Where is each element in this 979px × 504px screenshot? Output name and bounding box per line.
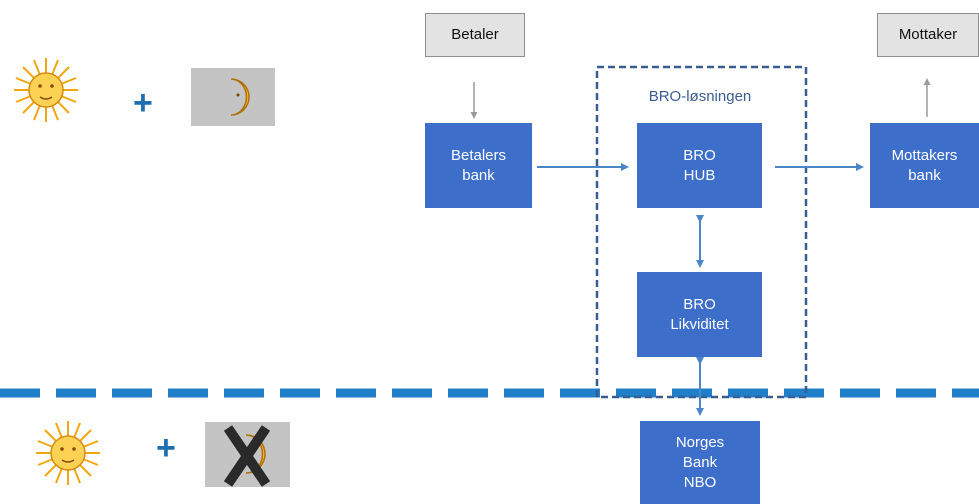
receiver-bank-box: Mottakers bank [870, 123, 979, 208]
bro-hub-box: BRO HUB [637, 123, 762, 208]
receiver-box: Mottaker [877, 13, 979, 57]
bro-solution-label: BRO-løsningen [648, 88, 752, 105]
payer-bank-box: Betalers bank [425, 123, 532, 208]
payer-box: Betaler [425, 13, 525, 57]
moon-icon-tile [191, 68, 275, 126]
plus-sign-top: + [133, 84, 153, 122]
bro-liquidity-box: BRO Likviditet [637, 272, 762, 357]
x-mark-icon [223, 425, 271, 487]
norges-bank-box: Norges Bank NBO [640, 421, 760, 504]
plus-sign-bottom: + [156, 429, 176, 467]
